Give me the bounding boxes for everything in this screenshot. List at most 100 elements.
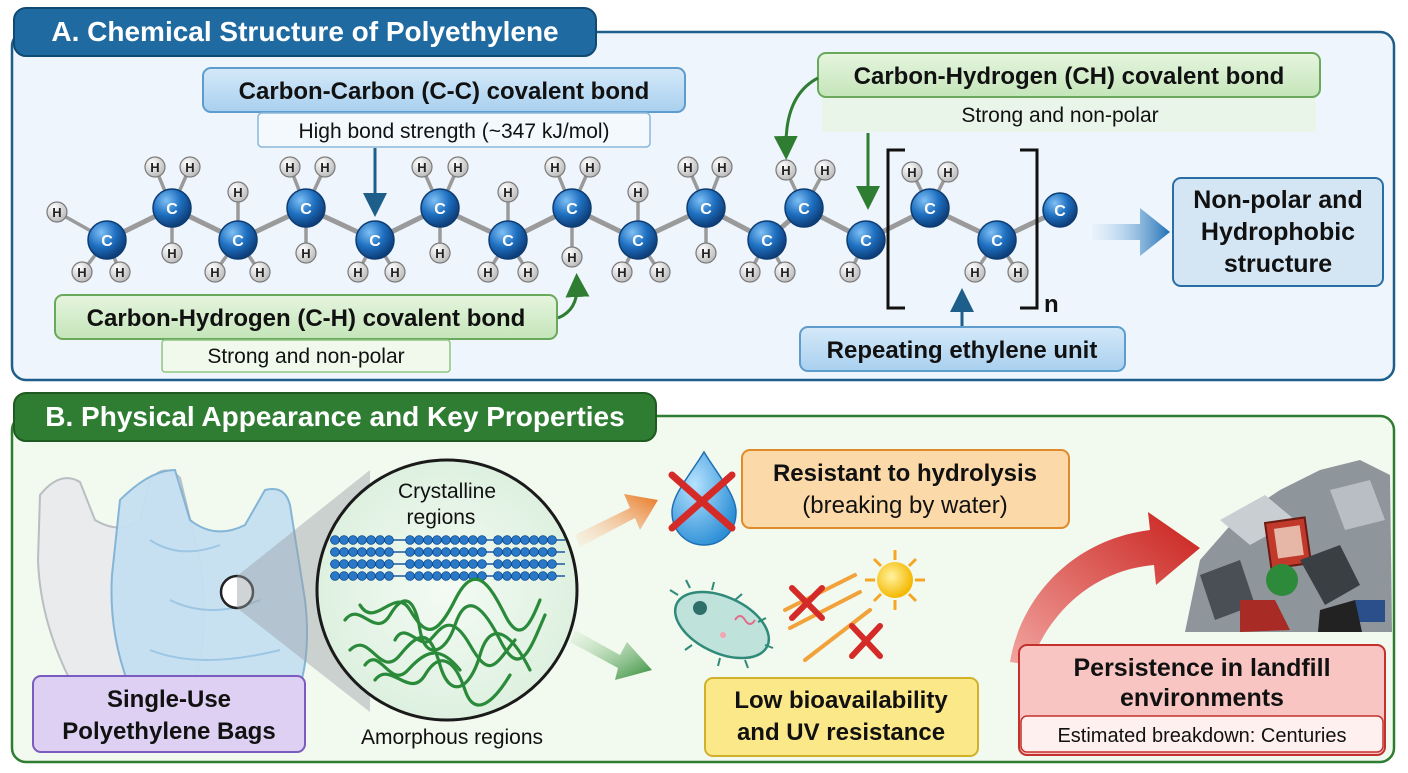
bio-line2: and UV resistance: [737, 719, 945, 746]
bio-line1: Low bioavailability: [734, 687, 948, 714]
crystal-unit: [339, 571, 349, 581]
crystal-unit: [459, 559, 469, 569]
crystal-unit: [520, 571, 530, 581]
crystal-unit: [348, 571, 358, 581]
hydrogen-atom: [279, 156, 301, 178]
hydrogen-symbol: H: [115, 265, 124, 280]
crystal-unit: [450, 535, 460, 545]
hydrogen-atom: [561, 246, 583, 268]
hydrogen-atom: [695, 242, 717, 264]
hydrogen-atom: [295, 242, 317, 264]
result-box: [1172, 177, 1384, 287]
carbon-atom: [686, 188, 726, 228]
carbon-atom: [286, 188, 326, 228]
hydrogen-atom: [497, 181, 519, 203]
plastic-bags-illustration: [36, 468, 309, 701]
hydrogen-symbol: H: [185, 160, 194, 175]
crystalline-lattice: [330, 535, 565, 581]
landfill-line2: environments: [1120, 684, 1284, 712]
crystal-unit: [477, 547, 487, 557]
hydrogen-symbol: H: [435, 246, 444, 261]
carbon-atom: [910, 188, 950, 228]
crystal-unit: [502, 547, 512, 557]
hydrogen-atom: [447, 156, 469, 178]
hydrogen-symbol: H: [453, 160, 462, 175]
crystal-unit: [414, 535, 424, 545]
crystal-unit: [339, 559, 349, 569]
carbon-atom: [747, 220, 787, 260]
hydrogen-atom: [411, 156, 433, 178]
ch-bond-top-title: Carbon-Hydrogen (CH) covalent bond: [854, 63, 1285, 90]
panel-a-title: A. Chemical Structure of Polyethylene: [51, 16, 558, 47]
ch-bond-top-title-box: [817, 52, 1321, 98]
carbon-atom: [846, 220, 886, 260]
crystal-unit: [493, 571, 503, 581]
crystal-unit: [538, 535, 548, 545]
crystal-unit: [405, 559, 415, 569]
crystal-unit: [339, 547, 349, 557]
carbon-atom: [355, 220, 395, 260]
hydrogen-symbol: H: [320, 160, 329, 175]
crystal-unit: [511, 571, 521, 581]
hydrogen-symbol: H: [907, 165, 916, 180]
hydrogen-symbol: H: [503, 185, 512, 200]
crystal-unit: [357, 547, 367, 557]
landfill-note-box: [1020, 715, 1384, 753]
ch-bond-bottom-subtitle: Strong and non-polar: [207, 345, 404, 368]
ch-bond-top-subtitle: Strong and non-polar: [961, 104, 1158, 127]
amorphous-label: Amorphous regions: [361, 726, 543, 749]
hydrogen-symbol: H: [233, 185, 242, 200]
hydrogen-atom: [774, 261, 796, 283]
hydrogen-atom: [964, 261, 986, 283]
carbon-symbol: C: [924, 201, 936, 218]
crystal-unit: [459, 547, 469, 557]
carbon-symbol: C: [566, 201, 578, 218]
panel-a-title-bar: [13, 7, 597, 57]
crystal-unit: [384, 547, 394, 557]
crystal-unit: [357, 571, 367, 581]
hydrolysis-arrow: [575, 494, 658, 547]
crystal-unit: [330, 559, 340, 569]
hydrogen-atom: [517, 261, 539, 283]
crystal-unit: [547, 535, 557, 545]
crystal-unit: [432, 547, 442, 557]
crystal-unit: [384, 535, 394, 545]
hydrogen-symbol: H: [567, 250, 576, 265]
carbon-atom: [1042, 192, 1078, 228]
crystal-unit: [357, 559, 367, 569]
bags-label-box: [32, 675, 306, 753]
crystal-unit: [547, 571, 557, 581]
carbon-symbol: C: [101, 233, 113, 250]
hydrogen-symbol: H: [523, 265, 532, 280]
crystal-unit: [423, 535, 433, 545]
uv-cross-icon-2: [849, 623, 883, 659]
carbon-symbol: C: [632, 233, 644, 250]
hydrogen-symbol: H: [781, 163, 790, 178]
hydrogen-symbol: H: [820, 163, 829, 178]
crystalline-label-line1: Crystalline: [398, 480, 496, 503]
hydrolysis-line2: (breaking by water): [802, 492, 1007, 519]
crystal-unit: [529, 535, 539, 545]
crystal-unit: [441, 535, 451, 545]
ch-bond-bottom-pointer: [557, 273, 590, 320]
zoom-origin-circle: [219, 574, 255, 610]
crystal-unit: [366, 547, 376, 557]
crystal-unit: [339, 535, 349, 545]
crystal-unit: [529, 547, 539, 557]
bags-label-line2: Polyethylene Bags: [62, 718, 275, 745]
ch-bond-bottom-title-box: [54, 294, 558, 340]
hydrogen-symbol: H: [550, 160, 559, 175]
crystal-unit: [529, 571, 539, 581]
hydrogen-atom: [429, 242, 451, 264]
crystal-unit: [441, 571, 451, 581]
hydrogen-atom: [477, 261, 499, 283]
cc-bond-subtitle: High bond strength (~347 kJ/mol): [298, 120, 609, 143]
crystal-unit: [538, 571, 548, 581]
hydrogen-atom: [627, 181, 649, 203]
hydrogen-atom: [739, 261, 761, 283]
crystal-unit: [511, 535, 521, 545]
crystal-unit: [423, 571, 433, 581]
crystal-unit: [493, 559, 503, 569]
hydrogen-atom: [937, 161, 959, 183]
carbon-symbol: C: [1054, 203, 1066, 220]
